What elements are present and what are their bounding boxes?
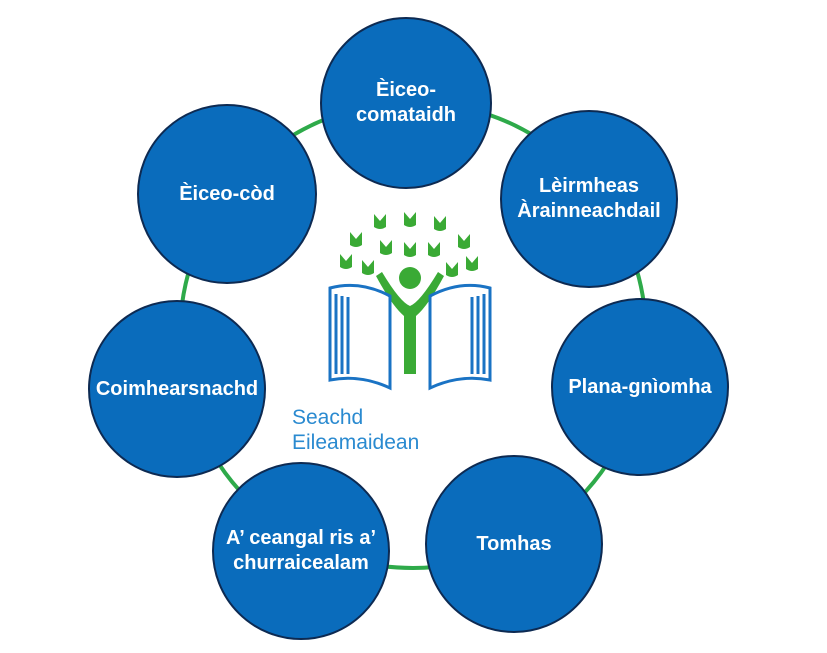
node-eco-code: Èiceo-còd: [137, 104, 317, 284]
figure-icon: [376, 267, 444, 374]
node-community: Coimhearsnachd: [88, 300, 266, 478]
node-label: A’ ceangal ris a’ churraicealam: [225, 527, 377, 574]
node-curriculum-links: A’ ceangal ris a’ churraicealam: [212, 462, 390, 640]
node-label: Coimhearsnachd: [95, 377, 259, 400]
node-label: Plana-gnìomha: [568, 375, 712, 398]
eco-schools-logo: [328, 212, 492, 391]
open-book-icon: [328, 283, 492, 391]
node-label: Èiceo-còd: [179, 182, 275, 205]
node-monitoring: Tomhas: [425, 455, 603, 633]
node-label: Èiceo- comataidh: [355, 79, 457, 126]
center-title: Seachd Eileamaidean: [292, 406, 420, 454]
node-environmental-review: Lèirmheas Àrainneachdail: [500, 110, 678, 288]
node-eco-committee: Èiceo- comataidh: [320, 17, 492, 189]
node-label: Tomhas: [476, 532, 552, 555]
node-action-plan: Plana-gnìomha: [551, 298, 729, 476]
leaf-canopy-icon: [340, 212, 478, 277]
node-label: Lèirmheas Àrainneachdail: [517, 175, 661, 222]
